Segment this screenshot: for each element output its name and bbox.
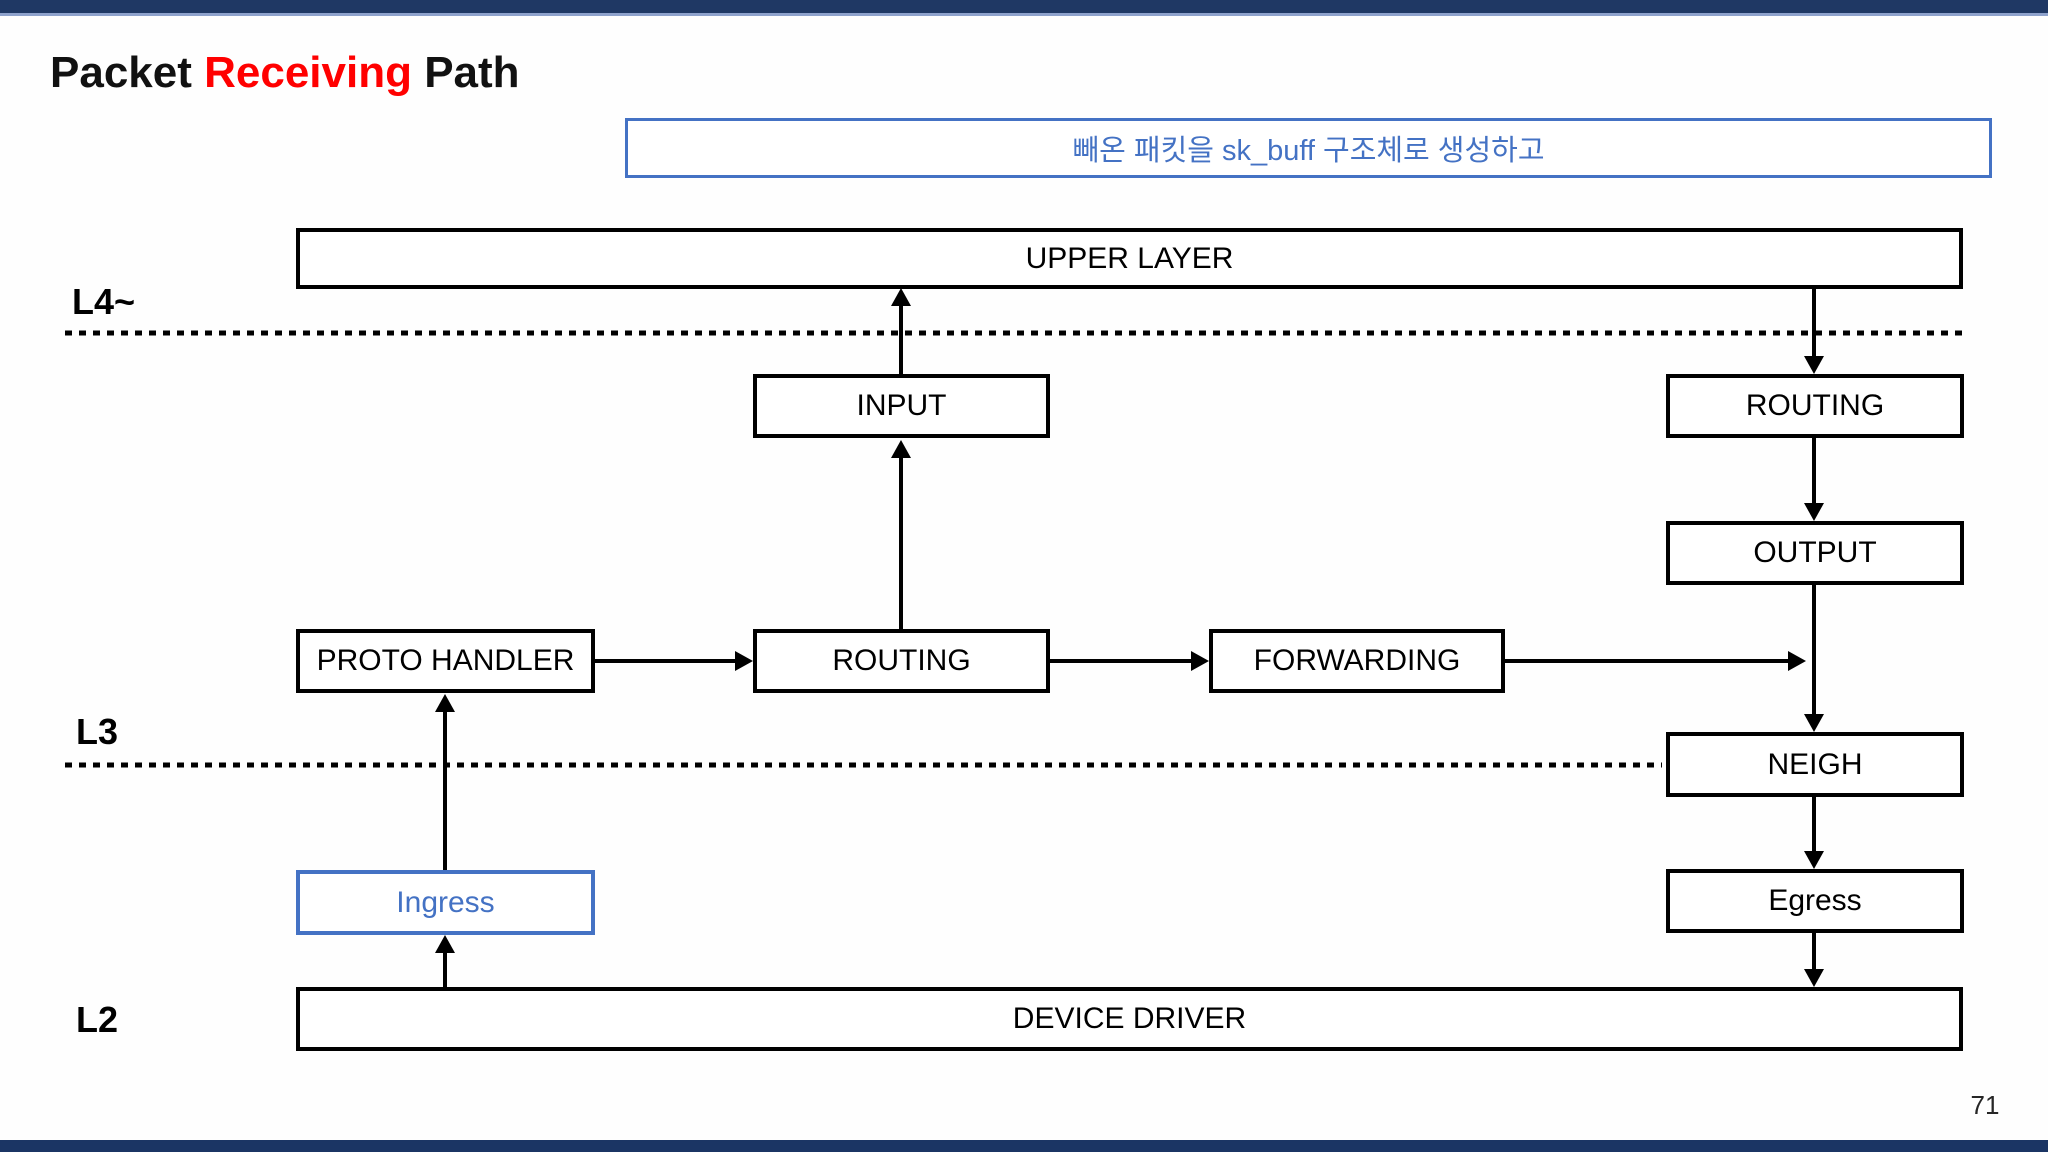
layer-label-l2: L2 xyxy=(76,999,119,1040)
title-suffix: Path xyxy=(411,48,520,97)
title-highlight: Receiving xyxy=(204,48,412,97)
callout-text: 빼온 패킷을 sk_buff 구조체로 생성하고 xyxy=(1072,135,1545,167)
box-ingress: Ingress xyxy=(296,870,595,935)
box-routing-right: ROUTING xyxy=(1666,374,1964,438)
box-forwarding: FORWARDING xyxy=(1209,629,1505,693)
bottom-accent-bar xyxy=(0,1140,2048,1152)
layer-label-l4: L4~ xyxy=(72,281,136,322)
box-upper-layer: UPPER LAYER xyxy=(296,228,1963,289)
page-title: Packet Receiving Path xyxy=(50,48,520,98)
box-output: OUTPUT xyxy=(1666,521,1964,585)
box-egress: Egress xyxy=(1666,869,1964,933)
top-accent-underline xyxy=(0,13,2048,16)
page-number: 71 xyxy=(1970,1090,2000,1120)
box-device-driver: DEVICE DRIVER xyxy=(296,987,1963,1051)
box-proto-handler: PROTO HANDLER xyxy=(296,629,595,693)
box-neigh: NEIGH xyxy=(1666,732,1964,797)
top-accent-bar xyxy=(0,0,2048,13)
layer-label-l3: L3 xyxy=(76,711,119,752)
box-input: INPUT xyxy=(753,374,1050,438)
box-routing-mid: ROUTING xyxy=(753,629,1050,693)
title-prefix: Packet xyxy=(50,48,205,97)
callout-sk-buff-note: 빼온 패킷을 sk_buff 구조체로 생성하고 xyxy=(625,118,1992,178)
